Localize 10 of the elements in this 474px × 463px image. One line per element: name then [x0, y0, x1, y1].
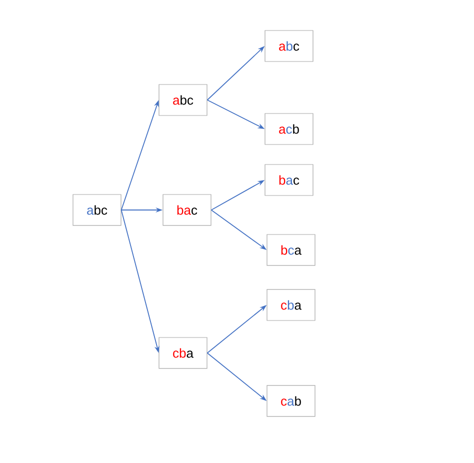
text-box: bca [266, 234, 316, 266]
text-box: cba [266, 289, 316, 321]
text-box: abc [158, 84, 208, 116]
text-box: cba [158, 337, 208, 369]
text-box: abc [72, 194, 122, 226]
text-box: cab [266, 385, 316, 417]
text-box: acb [264, 113, 314, 145]
text-box: abc [264, 30, 314, 62]
text-box: bac [162, 194, 212, 226]
text-box: bac [264, 164, 314, 196]
